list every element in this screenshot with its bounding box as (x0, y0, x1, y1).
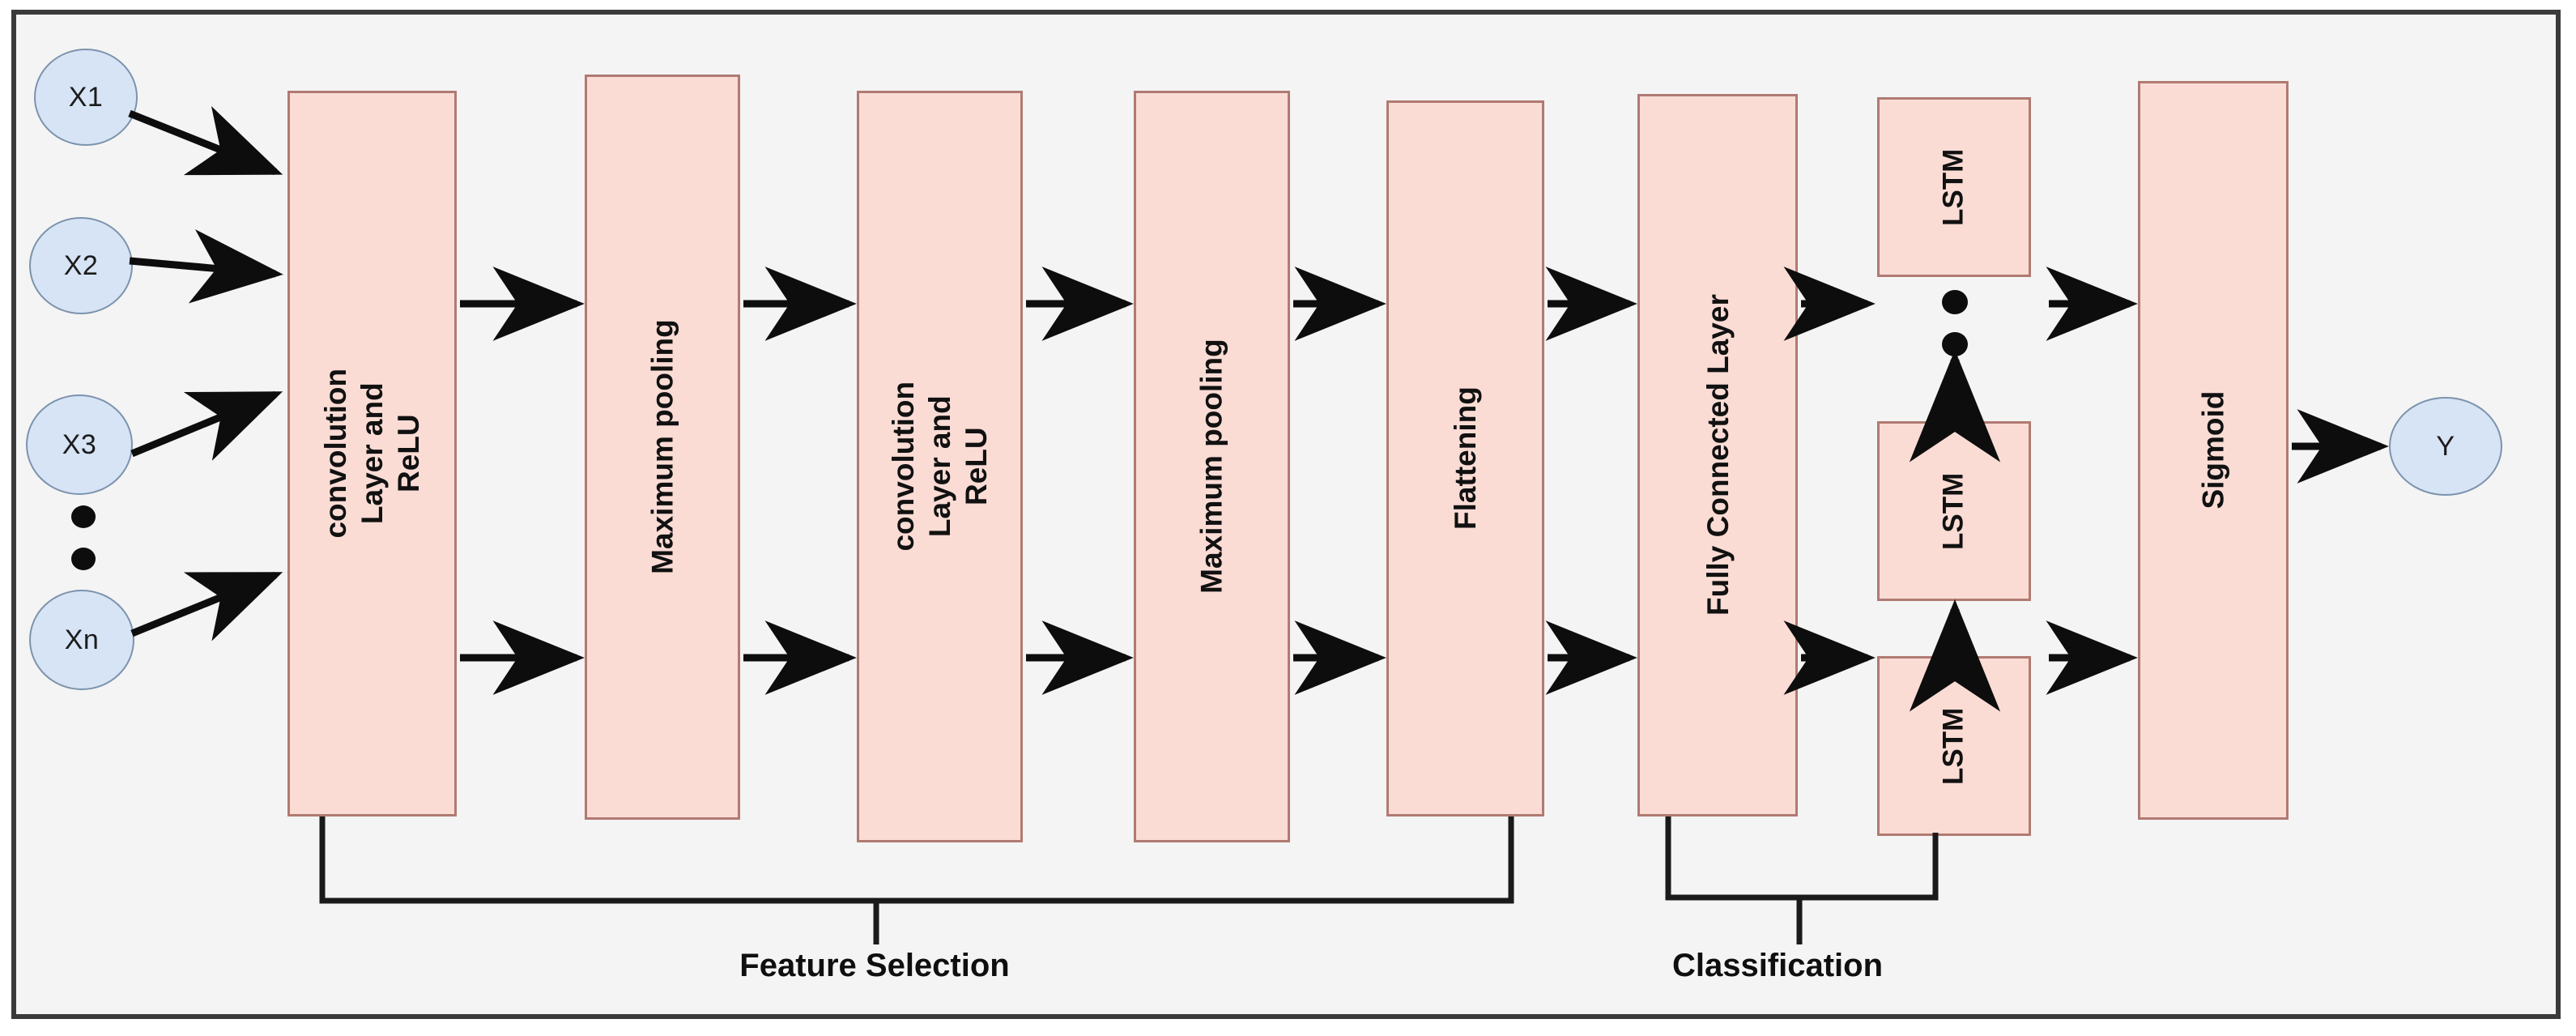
block-convolution-layer-relu-1[interactable]: convolution Layer and ReLU (287, 91, 457, 816)
input-ellipsis-dot-2 (71, 548, 96, 570)
input-node-x1-label: X1 (68, 81, 104, 113)
block-lstm-middle[interactable]: LSTM (1877, 421, 2031, 601)
block-lstm-top-label: LSTM (1937, 148, 1969, 226)
input-node-x1[interactable]: X1 (34, 49, 138, 146)
output-node-y[interactable]: Y (2389, 397, 2502, 496)
input-node-xn-label: Xn (64, 624, 100, 655)
block-convolution-layer-relu-2-label: convolution Layer and ReLU (886, 382, 994, 552)
block-lstm-bottom[interactable]: LSTM (1877, 656, 2031, 836)
input-ellipsis-dot-1 (71, 505, 96, 528)
block-convolution-layer-relu-2[interactable]: convolution Layer and ReLU (857, 91, 1023, 842)
block-lstm-bottom-label: LSTM (1937, 707, 1969, 785)
block-flattening-label: Flattening (1448, 386, 1482, 531)
block-lstm-top[interactable]: LSTM (1877, 97, 2031, 277)
block-maximum-pooling-2[interactable]: Maximum pooling (1134, 91, 1290, 842)
block-sigmoid[interactable]: Sigmoid (2138, 81, 2289, 820)
block-maximum-pooling-2-label: Maximum pooling (1194, 339, 1228, 595)
block-sigmoid-label: Sigmoid (2196, 391, 2230, 509)
output-node-y-label: Y (2436, 430, 2455, 462)
block-fully-connected-layer-label: Fully Connected Layer (1701, 294, 1735, 616)
input-node-x2-label: X2 (63, 249, 99, 281)
block-maximum-pooling-1-label: Maximum pooling (645, 319, 679, 575)
input-node-x3[interactable]: X3 (26, 394, 133, 495)
section-label-classification: Classification (1671, 948, 1884, 983)
block-maximum-pooling-1[interactable]: Maximum pooling (585, 75, 740, 820)
block-flattening[interactable]: Flattening (1386, 100, 1544, 816)
section-label-feature-selection: Feature Selection (739, 948, 1010, 983)
block-convolution-layer-relu-1-label: convolution Layer and ReLU (318, 369, 426, 539)
block-lstm-middle-label: LSTM (1937, 472, 1969, 550)
input-node-xn[interactable]: Xn (29, 590, 134, 690)
input-node-x3-label: X3 (62, 428, 97, 460)
lstm-ellipsis-dot-1 (1942, 290, 1968, 314)
input-node-x2[interactable]: X2 (29, 217, 133, 314)
lstm-ellipsis-dot-2 (1942, 332, 1968, 356)
block-fully-connected-layer[interactable]: Fully Connected Layer (1637, 94, 1798, 816)
